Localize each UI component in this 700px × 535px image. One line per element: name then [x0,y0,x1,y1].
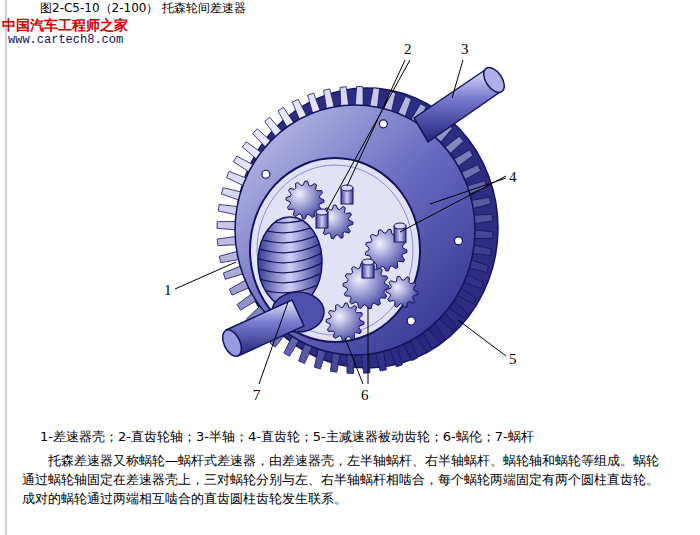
leader-line [452,60,463,98]
callout-number: 2 [404,40,412,59]
spur-gear [386,276,418,308]
leader-line [175,262,236,289]
gear-shaft [341,185,353,204]
half-shaft-end [480,64,509,96]
worm-thread-line [256,252,324,263]
half-shaft-3 [414,64,508,142]
worm-thread-line [256,242,324,253]
gear-shaft-end [394,223,406,229]
half-shaft-end [219,327,245,359]
leader-lines [175,60,506,384]
leader-line [326,60,410,212]
gear-shafts [316,185,406,278]
callout-number: 5 [509,350,517,369]
watermark-text: 中国汽车工程师之家 [2,17,128,35]
bolt-hole [379,120,387,128]
ring-gear-teeth [217,86,493,373]
callout-number: 3 [461,40,469,59]
page-border-line [5,0,7,535]
callout-number: 4 [509,168,517,187]
worm-thread-line [256,262,324,273]
parts-legend-caption: 1-差速器壳；2-直齿轮轴；3-半轴；4-直齿轮；5-主减速器被动齿轮；6-蜗伦… [40,429,534,445]
description-paragraph: 托森差速器又称蜗轮—蜗杆式差速器，由差速器壳，左半轴蜗杆、右半轴蜗杆、蜗轮轴和蜗… [22,451,662,508]
watermark-url: www.cartech8.com [8,33,123,48]
bolt-hole [454,237,462,245]
worm-thread-line [256,222,324,233]
gear-shaft-end [362,259,374,265]
bolt-hole [262,170,270,178]
callout-number: 7 [253,386,261,405]
leader-line [345,338,363,384]
worm-thread-line [256,232,324,243]
leader-line [259,302,288,384]
figure-title: 图2-C5-10（2-100） 托森轮间差速器 [40,1,246,16]
callout-number: 1 [164,281,172,300]
leader-line [368,307,369,384]
ring-gear [217,86,498,373]
spur-gear [326,303,364,341]
gear-shaft [362,259,374,278]
worm-thread-line [256,282,324,293]
leader-line [347,60,405,186]
bolt-hole [407,317,415,325]
leader-line [400,176,506,232]
leader-line [430,178,506,204]
worm-thread-line [256,272,324,283]
gear-shaft [394,223,406,242]
callout-number: 6 [361,386,369,405]
leader-line [458,320,506,356]
